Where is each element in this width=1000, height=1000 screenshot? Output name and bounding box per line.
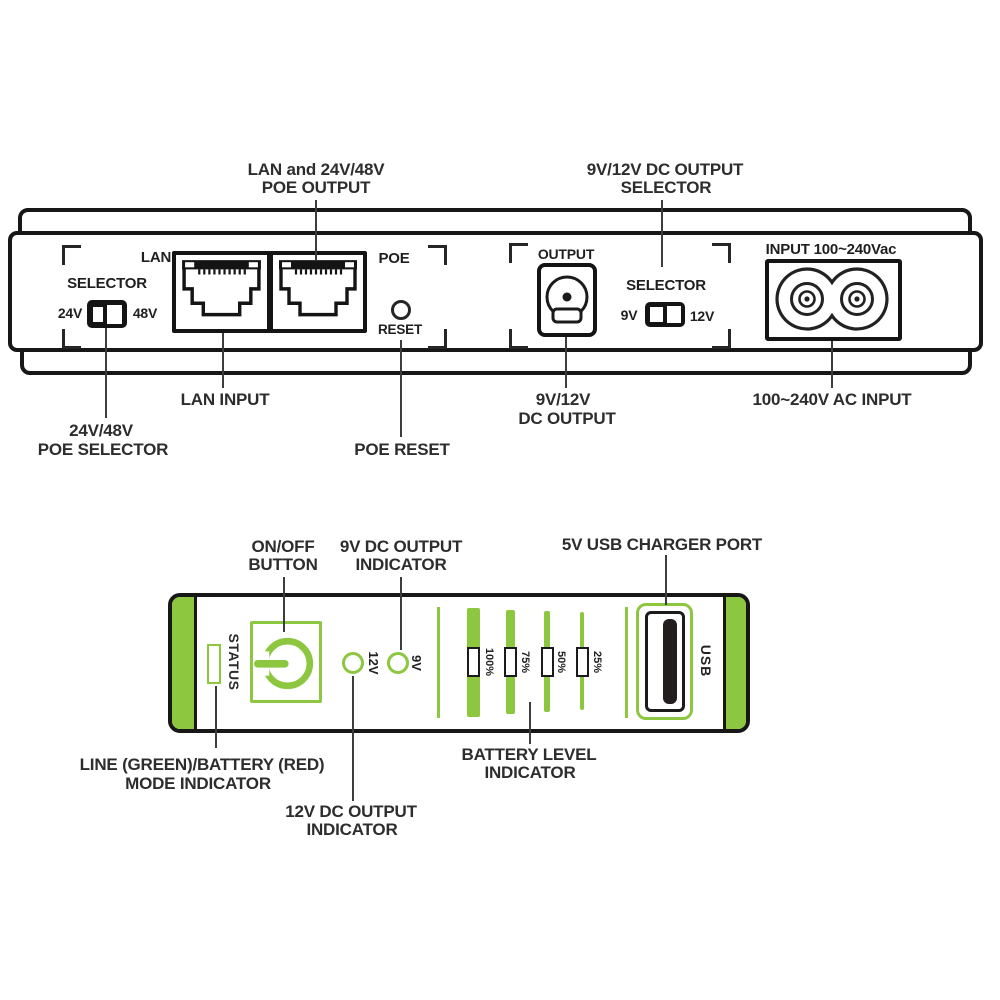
12v-indicator-label: 12V [366,651,381,675]
usb-port-bezel [636,603,693,720]
9v-indicator-label: 9V [409,655,424,671]
usb-callout: 5V USB CHARGER PORT [561,535,763,554]
callout-line-mode-ind [215,686,217,748]
power-icon [254,637,314,690]
poe-voltage-switch [87,300,127,328]
onoff-button [250,621,322,703]
callout-line-9v-ind [400,577,402,650]
callout-line-usb [665,555,667,605]
callout-line-dc-selector [661,200,663,267]
dc-output-jack [537,263,597,337]
dc-switch-knob [667,306,681,323]
dc-output-callout-line1: 9V/12V [535,390,591,409]
battery-led-75 [504,647,517,677]
lan-port-label: LAN [140,249,172,266]
dc-9v-label: 9V [620,307,638,323]
dc-switch-window-left [650,307,663,322]
ac-inlet [765,259,902,341]
front-panel-left-cap [172,597,197,729]
usb-slot [663,619,677,704]
poe-output-callout-line1: LAN and 24V/48V [247,160,385,179]
poe-selector-callout-line2: POE SELECTOR [37,440,169,459]
status-led [207,644,221,684]
lan-input-callout: LAN INPUT [180,390,270,409]
dc-selector-caption: SELECTOR [626,277,706,294]
reset-button [391,300,411,320]
12v-ind-callout-line1: 12V DC OUTPUT [285,802,417,821]
9v-indicator-led [387,652,409,674]
callout-line-lan-input [222,333,224,388]
battery-callout-line2: INDICATOR [484,763,576,782]
poe-port [269,251,367,333]
mode-ind-callout-line1: LINE (GREEN)/BATTERY (RED) [79,755,325,774]
mode-ind-callout-line2: MODE INDICATOR [125,774,271,793]
rj45-jack-icon [279,260,357,317]
poe-selector-callout-line1: 24V/48V [69,421,133,440]
lan-port [172,251,271,333]
bracket-tl-left-section [62,245,81,265]
onoff-callout-line1: ON/OFF [251,537,315,556]
poe-switch-window-left [93,307,103,322]
battery-led-25 [576,647,589,677]
poe-48v-label: 48V [132,305,158,321]
dc-selector-callout-line2: SELECTOR [620,178,712,197]
bracket-tr-right-section [712,243,731,263]
callout-line-onoff [283,577,285,632]
dc-selector-callout-line1: 9V/12V DC OUTPUT [586,160,744,179]
battery-label-75: 75% [519,650,531,674]
dc-barrel-jack-icon [545,275,589,324]
battery-callout-line1: BATTERY LEVEL [461,745,597,764]
front-panel-right-cap [723,597,746,729]
poe-switch-knob [107,305,122,324]
callout-line-battery [529,702,531,744]
battery-led-50 [541,647,554,677]
usb-port [645,611,685,712]
9v-ind-callout-line2: INDICATOR [355,555,447,574]
callout-line-dc-output [565,337,567,388]
poe-output-callout-line2: POE OUTPUT [261,178,371,197]
c8-inlet-icon [775,267,889,331]
12v-indicator-led [342,652,364,674]
dc-voltage-switch [645,302,685,327]
callout-line-poe-reset [400,340,402,437]
panel-divider-left [437,607,440,718]
panel-divider-right [625,607,628,718]
callout-line-12v-ind [352,676,354,801]
battery-label-50: 50% [555,650,567,674]
poe-24v-label: 24V [57,305,83,321]
bracket-br-right-section [712,329,731,349]
bracket-br-left-section [428,329,447,349]
ac-input-callout: 100~240V AC INPUT [752,390,912,409]
battery-led-100 [467,647,480,677]
onoff-callout-line2: BUTTON [248,555,318,574]
callout-line-ac-input [831,341,833,388]
poe-selector-caption: SELECTOR [67,275,147,292]
9v-ind-callout-line1: 9V DC OUTPUT [339,537,463,556]
rj45-jack-icon [182,260,261,317]
bracket-bl-right-section [509,329,528,349]
bracket-tr-left-section [428,245,447,265]
dc-output-caption: OUTPUT [537,246,595,262]
ac-inlet-caption: INPUT 100~240Vac [765,241,897,258]
callout-line-poe-selector [105,328,107,418]
usb-label: USB [698,644,714,678]
reset-caption: RESET [377,322,423,337]
status-label: STATUS [226,633,242,691]
dc-12v-label: 12V [689,308,715,324]
battery-label-100: 100% [483,647,495,677]
12v-ind-callout-line2: INDICATOR [306,820,398,839]
poe-reset-callout: POE RESET [354,440,450,459]
callout-line-poe-output [315,200,317,260]
dc-output-callout-line2: DC OUTPUT [518,409,616,428]
bracket-bl-left-section [62,329,81,349]
battery-label-25: 25% [591,650,603,674]
poe-port-caption: POE [378,250,410,267]
bracket-tl-right-section [509,243,528,263]
